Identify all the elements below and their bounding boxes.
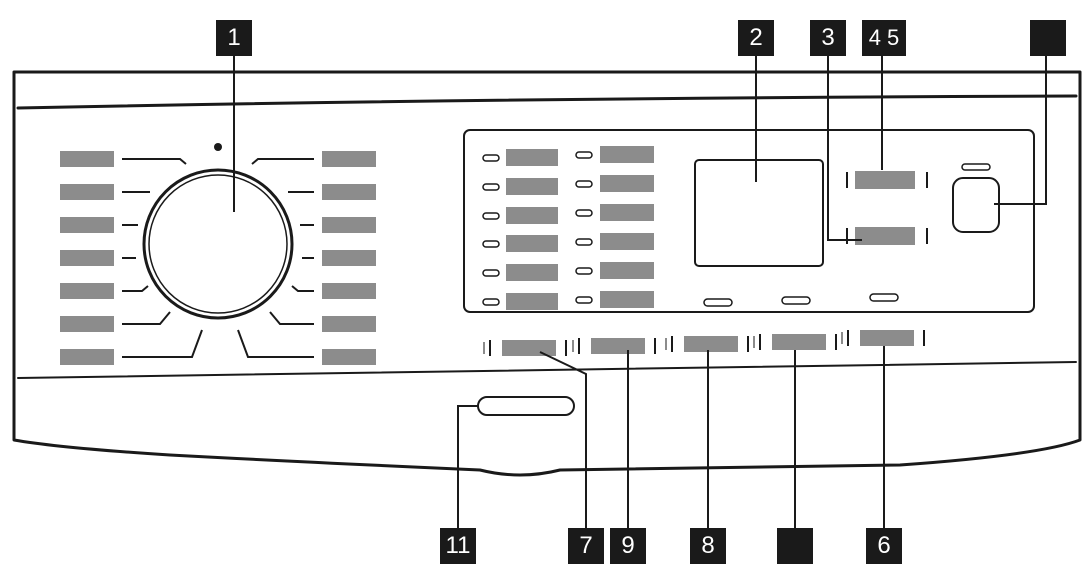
option-label-b xyxy=(600,175,654,192)
option-led xyxy=(575,267,593,275)
program-connector-right xyxy=(269,311,314,325)
program-connector-left xyxy=(122,285,149,292)
callout-11: 11 xyxy=(440,528,476,564)
leader-top-right xyxy=(994,52,1047,205)
program-connector-left xyxy=(122,329,203,358)
option-led xyxy=(575,151,593,159)
leader-3 xyxy=(827,52,862,241)
option-led xyxy=(575,209,593,217)
program-label-right[interactable] xyxy=(322,316,376,332)
detergent-drawer-handle[interactable] xyxy=(477,396,575,416)
panel-outline xyxy=(12,70,1082,477)
program-label-left[interactable] xyxy=(60,184,114,200)
leader-7 xyxy=(539,351,587,528)
option-label-a xyxy=(506,235,558,252)
option-label-b xyxy=(600,146,654,163)
program-label-left[interactable] xyxy=(60,151,114,167)
option-led-lists xyxy=(482,146,899,310)
start-pause-button[interactable] xyxy=(952,177,1000,233)
option-label-a xyxy=(506,207,558,224)
callout-1: 1 xyxy=(216,20,252,56)
callout-8: 8 xyxy=(690,528,726,564)
option-label-a xyxy=(506,264,558,281)
program-label-left[interactable] xyxy=(60,250,114,266)
program-label-right[interactable] xyxy=(322,283,376,299)
callout-4-5: 4 5 xyxy=(862,20,906,56)
option-led xyxy=(482,183,500,191)
callout-7: 7 xyxy=(568,528,604,564)
function-label[interactable] xyxy=(855,227,915,245)
left-program-labels xyxy=(60,151,203,365)
callout-top-right xyxy=(1030,20,1066,56)
option-label-a xyxy=(506,293,558,310)
program-label-right[interactable] xyxy=(322,151,376,167)
bottom-option-buttons xyxy=(483,330,925,356)
option-led xyxy=(575,180,593,188)
callout-9: 9 xyxy=(610,528,646,564)
lcd-display xyxy=(694,159,824,267)
panel-top-edge xyxy=(16,94,1078,110)
program-selector-knob[interactable] xyxy=(142,168,294,320)
program-connector-right xyxy=(237,329,314,358)
bottom-button-label[interactable] xyxy=(860,330,914,346)
status-led xyxy=(703,298,733,307)
option-label-a xyxy=(506,178,558,195)
option-led xyxy=(482,154,500,162)
bottom-button-label[interactable] xyxy=(772,334,826,350)
option-label-b xyxy=(600,291,654,308)
option-label-b xyxy=(600,233,654,250)
option-led xyxy=(482,240,500,248)
option-led xyxy=(482,298,500,306)
option-led xyxy=(575,238,593,246)
bottom-button-label[interactable] xyxy=(502,340,556,356)
function-button-labels xyxy=(846,171,928,245)
program-connector-left xyxy=(122,311,171,325)
program-connector-right xyxy=(291,285,314,292)
program-label-left[interactable] xyxy=(60,217,114,233)
program-label-right[interactable] xyxy=(322,349,376,365)
callout-2: 2 xyxy=(738,20,774,56)
right-program-labels xyxy=(237,151,376,365)
option-led xyxy=(482,269,500,277)
callout-bottom-blank xyxy=(777,528,813,564)
callout-6: 6 xyxy=(866,528,902,564)
program-label-right[interactable] xyxy=(322,184,376,200)
callout-3: 3 xyxy=(810,20,846,56)
option-label-b xyxy=(600,262,654,279)
program-label-right[interactable] xyxy=(322,250,376,266)
program-label-left[interactable] xyxy=(60,349,114,365)
program-label-left[interactable] xyxy=(60,316,114,332)
bottom-button-label[interactable] xyxy=(684,336,738,352)
leader-11 xyxy=(457,405,478,528)
option-led xyxy=(575,296,593,304)
leader-lines xyxy=(233,52,1047,528)
option-label-a xyxy=(506,149,558,166)
status-led xyxy=(781,296,811,305)
program-connector-right xyxy=(251,158,314,165)
status-led xyxy=(869,293,899,302)
program-selector-knob-inner xyxy=(148,174,288,314)
knob-indicator-dot xyxy=(214,143,222,151)
option-led xyxy=(482,212,500,220)
program-label-left[interactable] xyxy=(60,283,114,299)
option-label-b xyxy=(600,204,654,221)
display-inset-frame xyxy=(463,129,1035,313)
start-pause-led xyxy=(961,163,991,171)
function-label[interactable] xyxy=(855,171,915,189)
panel-lower-edge xyxy=(17,361,1077,379)
program-connector-left xyxy=(122,158,187,165)
program-label-right[interactable] xyxy=(322,217,376,233)
bottom-button-label[interactable] xyxy=(591,338,645,354)
